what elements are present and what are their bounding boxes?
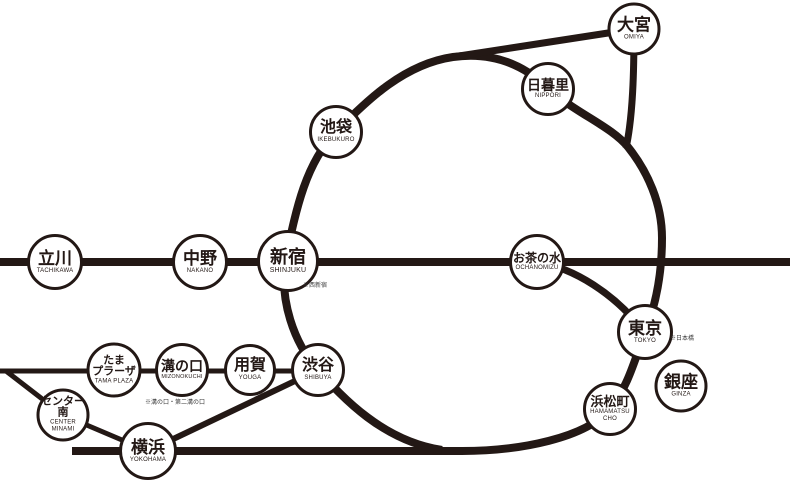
station-name-jp: 立川 [38, 248, 72, 268]
omiya-northwest-line [445, 25, 635, 62]
station-name-jp: 大宮 [617, 15, 651, 35]
loop-line [72, 51, 666, 455]
station-name-en: SHINJUKU [269, 266, 307, 274]
station-mizonokuchi[interactable]: 溝の口 MIZONOKUCHI [155, 343, 209, 397]
station-tama-plaza[interactable]: たま プラーザ TAMA PLAZA [86, 342, 142, 398]
station-name-jp: 銀座 [664, 372, 698, 392]
mizonokuchi-note: ※溝の口・第二溝の口 [145, 400, 206, 406]
station-name-jp: センター 南 [41, 395, 85, 419]
station-name-en: NIPPORI [534, 93, 562, 100]
station-nippori[interactable]: 日暮里 NIPPORI [521, 62, 575, 116]
station-name-en: MIZONOKUCHI [161, 374, 203, 381]
station-yokohama[interactable]: 横浜 YOKOHAMA [119, 422, 177, 480]
station-tachikawa[interactable]: 立川 TACHIKAWA [27, 234, 83, 290]
station-name-en: TACHIKAWA [36, 267, 74, 274]
station-name-en: NAKANO [186, 267, 214, 274]
station-name-en: OCHANOMIZU [515, 265, 559, 272]
station-name-en: IKEBUKURO [317, 137, 355, 144]
station-name-jp: お茶の水 [512, 251, 561, 266]
station-name-jp: 溝の口 [161, 358, 203, 375]
station-name-jp: 中野 [183, 248, 217, 268]
station-shibuya[interactable]: 渋谷 SHIBUYA [291, 343, 345, 397]
nihonbashi-note: ※日本橋 [670, 336, 695, 342]
station-hamamatsucho[interactable]: 浜松町 HAMAMATSU CHO [583, 382, 637, 436]
station-name-en: TAMA PLAZA [94, 378, 134, 385]
station-name-en: SHIBUYA [304, 375, 332, 382]
station-name-en: YOKOHAMA [129, 456, 167, 463]
shibuya-yokohama-line [146, 367, 320, 454]
station-ochanomizu[interactable]: お茶の水 OCHANOMIZU [509, 234, 565, 290]
station-name-en: HAMAMATSU CHO [590, 409, 630, 422]
station-name-jp: 渋谷 [301, 357, 334, 375]
station-shinjuku[interactable]: 新宿 SHINJUKU [257, 230, 319, 292]
station-tokyo[interactable]: 東京 TOKYO [617, 304, 673, 360]
station-ikebukuro[interactable]: 池袋 IKEBUKURO [309, 105, 363, 159]
station-center-minami[interactable]: センター 南 CENTER MINAMI [36, 388, 90, 442]
station-ginza[interactable]: 銀座 GINZA [654, 359, 708, 413]
station-youga[interactable]: 用賀 YOUGA [224, 344, 276, 396]
nishi-shinjuku-note: ※西新宿 [303, 283, 328, 289]
station-name-jp: 池袋 [319, 119, 352, 137]
station-name-jp: 日暮里 [527, 77, 569, 94]
station-name-jp: 用賀 [233, 357, 266, 375]
station-name-jp: 新宿 [270, 246, 306, 267]
station-nakano[interactable]: 中野 NAKANO [172, 234, 228, 290]
station-name-jp: 横浜 [131, 437, 165, 457]
station-name-en: CENTER MINAMI [50, 419, 76, 433]
station-name-jp: 浜松町 [590, 394, 630, 410]
station-name-en: TOKYO [634, 337, 656, 344]
station-omiya[interactable]: 大宮 OMIYA [607, 2, 661, 56]
station-name-jp: たま プラーザ [92, 354, 136, 378]
station-name-en: GINZA [671, 391, 691, 398]
station-name-jp: 東京 [628, 318, 662, 338]
station-name-en: YOUGA [238, 375, 262, 382]
station-name-en: OMIYA [624, 34, 644, 41]
